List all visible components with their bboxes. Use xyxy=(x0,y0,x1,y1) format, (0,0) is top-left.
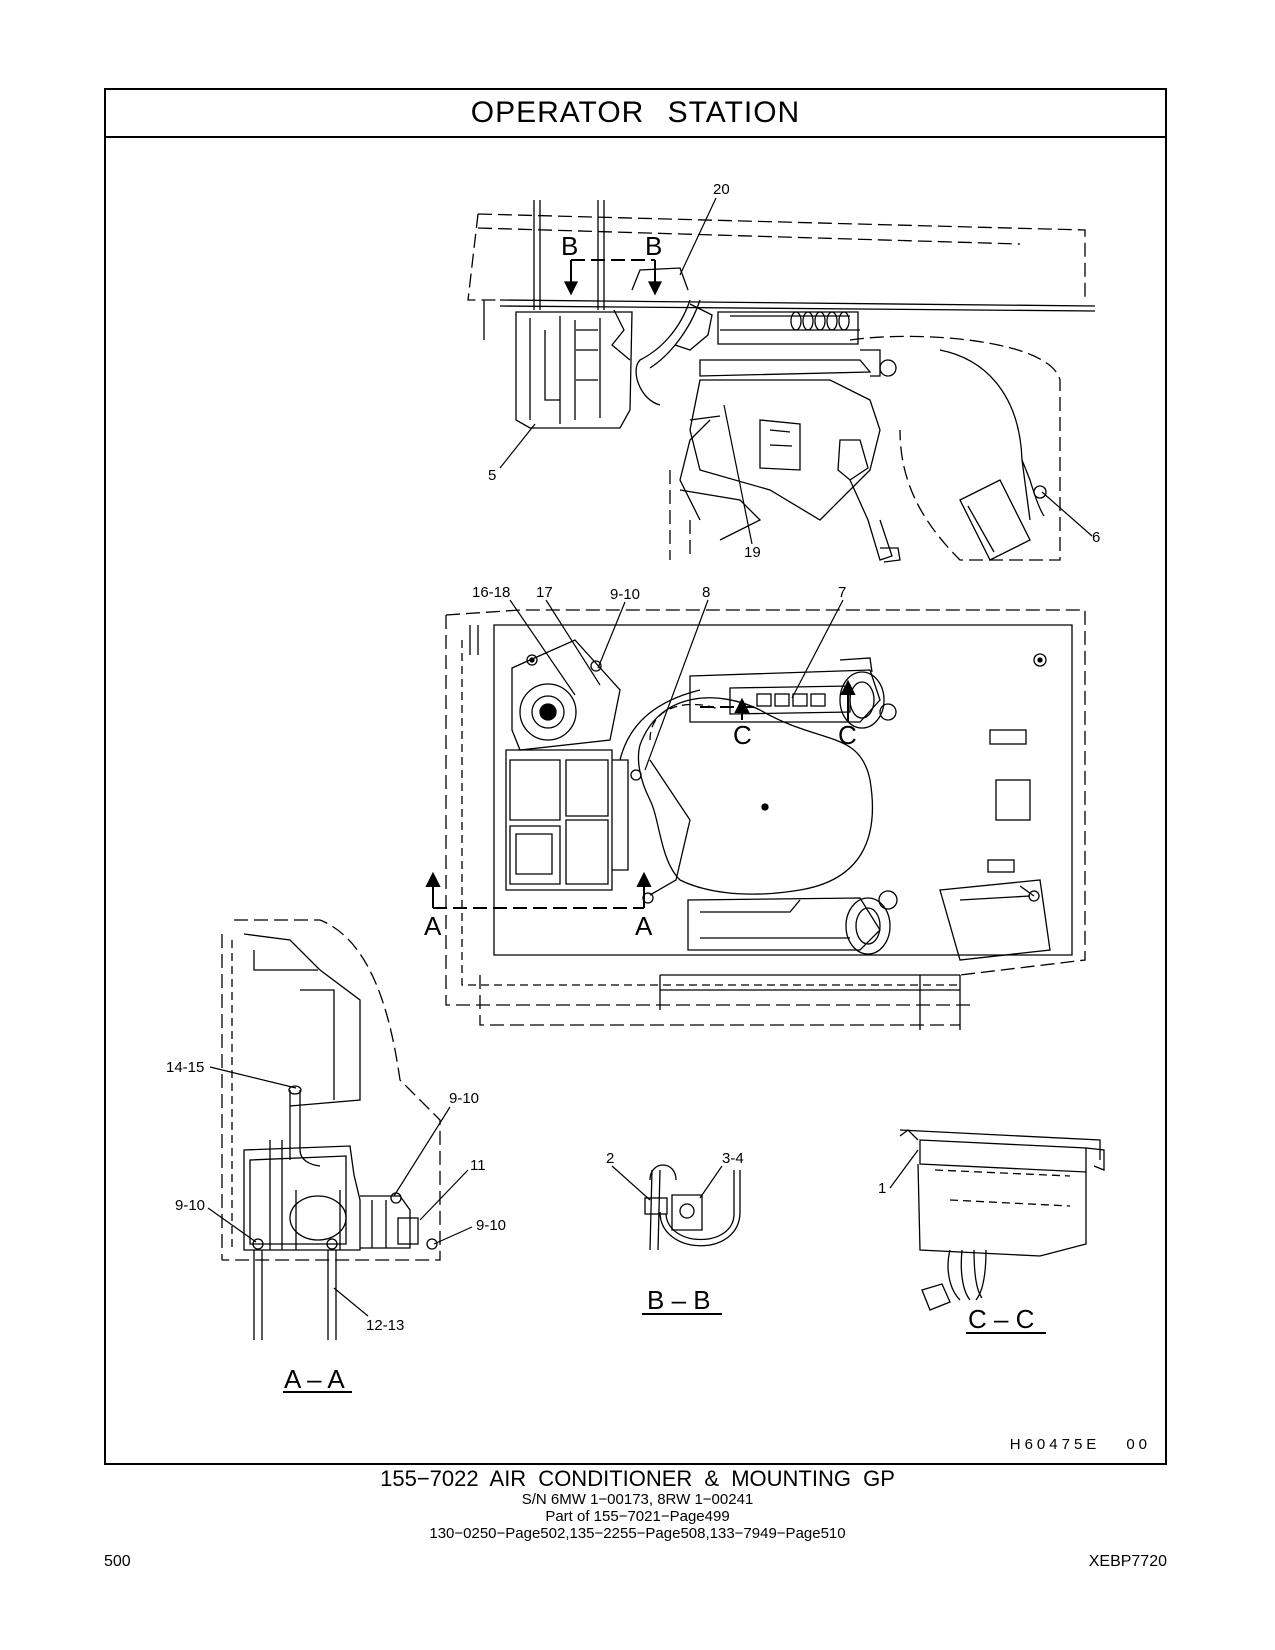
section-mark-c-left: C xyxy=(733,720,752,750)
callout-17: 17 xyxy=(536,584,553,601)
callout-7: 7 xyxy=(838,584,846,601)
callout-9-10-top: 9-10 xyxy=(610,586,640,603)
view-title-bb: B – B xyxy=(647,1285,711,1315)
view-cc xyxy=(899,1129,1105,1311)
top-side-view xyxy=(467,200,1096,563)
callout-16-18: 16-18 xyxy=(472,584,510,601)
section-mark-b-left: B xyxy=(561,231,578,261)
section-cut-c xyxy=(700,679,856,722)
serial-numbers: S/N 6MW 1−00173, 8RW 1−00241 xyxy=(521,1491,754,1508)
related-pages: 130−0250−Page502,135−2255−Page508,133−79… xyxy=(429,1525,846,1542)
view-title-aa: A – A xyxy=(284,1364,345,1394)
plan-leaders xyxy=(509,599,844,771)
callout-6: 6 xyxy=(1092,529,1100,546)
section-mark-a-left: A xyxy=(424,911,442,941)
group-title: 155−7022 AIR CONDITIONER & MOUNTING GP xyxy=(380,1466,895,1491)
view-bb xyxy=(644,1164,741,1251)
parent-reference: Part of 155−7021−Page499 xyxy=(545,1508,730,1525)
callout-2: 2 xyxy=(606,1150,614,1167)
callout-8: 8 xyxy=(702,584,710,601)
section-mark-b-right: B xyxy=(645,231,662,261)
top-leaders xyxy=(499,197,1093,545)
callout-11: 11 xyxy=(470,1157,486,1174)
section-mark-c-right: C xyxy=(838,720,857,750)
section-cut-b xyxy=(563,259,663,296)
callout-12-13: 12-13 xyxy=(366,1317,404,1334)
callout-5: 5 xyxy=(488,467,496,484)
callout-19: 19 xyxy=(744,544,761,561)
callout-3-4: 3-4 xyxy=(722,1150,744,1167)
page-number: 500 xyxy=(104,1553,131,1570)
callout-9-10-b: 9-10 xyxy=(175,1197,205,1214)
callout-9-10-c: 9-10 xyxy=(476,1217,506,1234)
section-mark-a-right: A xyxy=(635,911,653,941)
page-title: OPERATOR STATION xyxy=(106,90,1165,138)
view-cc-leaders xyxy=(889,1149,919,1189)
diagram-labels: 20 5 19 6 16-18 17 9-10 8 7 14-15 9-10 1… xyxy=(166,181,1100,1394)
callout-14-15: 14-15 xyxy=(166,1059,204,1076)
drawing-revision: 00 xyxy=(1126,1436,1151,1453)
plan-view xyxy=(445,609,1086,1030)
callout-1: 1 xyxy=(878,1180,886,1197)
callout-20: 20 xyxy=(713,181,730,198)
callout-9-10-a: 9-10 xyxy=(449,1090,479,1107)
drawing-code-id: H60475E xyxy=(1009,1436,1101,1453)
view-aa xyxy=(221,919,441,1340)
section-cut-a xyxy=(425,871,652,909)
drawing-frame: OPERATOR STATION H60475E 00 xyxy=(104,88,1167,1465)
document-number: XEBP7720 xyxy=(1088,1553,1167,1570)
view-title-cc: C – C xyxy=(968,1304,1034,1334)
view-aa-leaders xyxy=(207,1066,473,1317)
view-bb-leaders xyxy=(611,1165,723,1201)
drawing-code: H60475E 00 xyxy=(1010,1436,1151,1453)
